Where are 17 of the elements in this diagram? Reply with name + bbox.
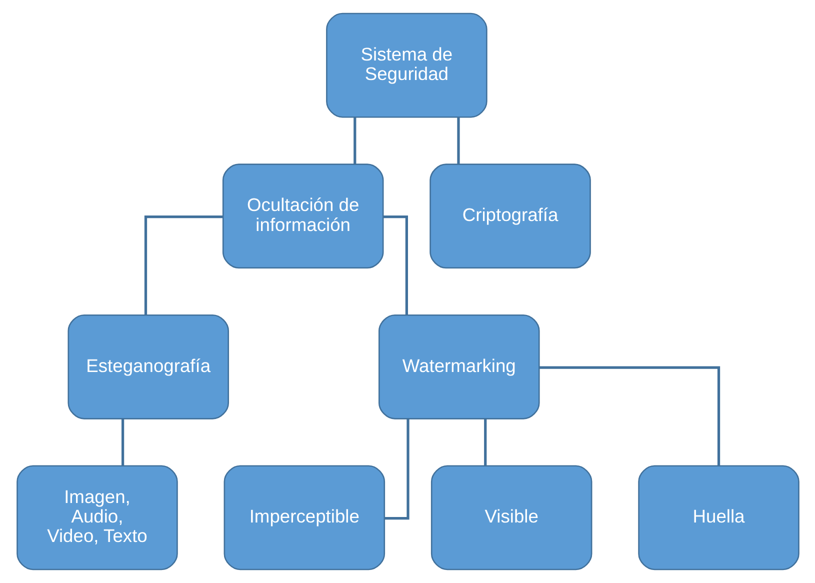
- node-box: Imagen, Audio, Video, Texto: [16, 465, 178, 570]
- connector: [353, 117, 356, 164]
- node-box: Visible: [430, 465, 592, 570]
- connector: [144, 215, 223, 315]
- node-box: Imperceptible: [223, 465, 385, 570]
- node-box: Esteganografía: [67, 314, 229, 420]
- connector: [456, 117, 460, 164]
- node-box: Criptografía: [429, 164, 590, 269]
- connector: [382, 215, 408, 315]
- connector: [120, 418, 124, 466]
- node-box: Huella: [638, 465, 799, 570]
- connector: [384, 419, 409, 520]
- node-box: Watermarking: [378, 314, 540, 420]
- node-box: Sistema de Seguridad: [326, 12, 487, 118]
- connector: [538, 366, 720, 466]
- connector: [484, 418, 486, 466]
- node-box: Ocultación de información: [222, 164, 384, 269]
